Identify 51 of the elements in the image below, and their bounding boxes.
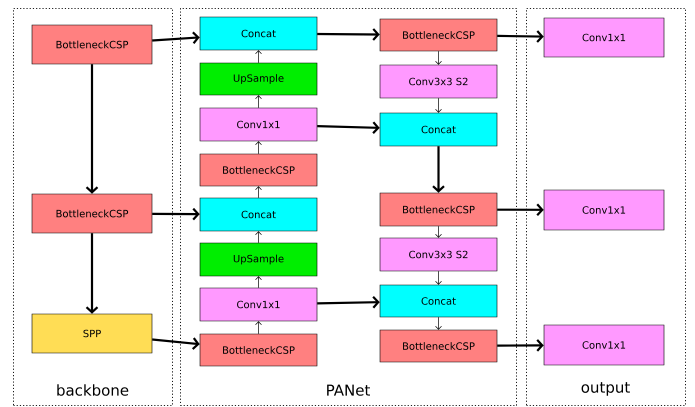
layer-box: SPP	[32, 314, 152, 354]
arrow	[255, 321, 262, 334]
layer-box: Conv1x1	[544, 324, 664, 366]
layer-box: Concat	[380, 112, 498, 146]
layer-box: Concat	[380, 284, 498, 318]
layer-box: UpSample	[200, 62, 318, 96]
arrow	[152, 208, 200, 220]
arrow	[435, 270, 442, 285]
layer-box: Concat	[200, 198, 318, 232]
layer-box: BottleneckCSP	[32, 194, 152, 234]
arrow	[435, 50, 442, 65]
arrow	[497, 339, 544, 352]
layer-box: BottleneckCSP	[200, 334, 318, 366]
arrow	[317, 28, 380, 41]
layer-box: Conv1x1	[200, 108, 318, 142]
dotted-panel	[526, 8, 686, 406]
layer-box: Conv3x3 S2	[380, 64, 498, 98]
arrow	[255, 276, 262, 288]
arrow	[317, 121, 380, 134]
layer-box: Conv3x3 S2	[380, 238, 498, 272]
layer-box: Concat	[200, 16, 318, 50]
arrow	[255, 231, 262, 244]
dotted-panel	[180, 8, 517, 406]
arrow	[435, 98, 442, 113]
arrow	[435, 226, 442, 238]
layer-box: BottleneckCSP	[200, 154, 318, 186]
arrow	[317, 296, 380, 308]
layer-box: UpSample	[200, 242, 318, 276]
arrow	[86, 233, 98, 314]
arrow	[432, 146, 445, 193]
panel-heading: output	[582, 382, 630, 396]
panel-heading: PANet	[327, 384, 370, 396]
arrow	[255, 95, 262, 108]
arrow	[152, 337, 200, 350]
layer-box: Conv1x1	[544, 18, 664, 58]
layer-box: BottleneckCSP	[380, 18, 498, 52]
layer-box: Conv1x1	[544, 190, 664, 230]
panel-heading: backbone	[57, 384, 128, 396]
arrow	[497, 30, 544, 43]
arrow	[255, 50, 262, 64]
layer-box: Conv1x1	[200, 288, 318, 322]
arrow	[255, 141, 262, 154]
arrow	[255, 186, 262, 198]
arrow	[497, 204, 544, 216]
arrow	[86, 64, 98, 194]
layer-box: BottleneckCSP	[32, 24, 152, 64]
arrow	[435, 316, 442, 330]
arrow	[152, 32, 200, 44]
layer-box: BottleneckCSP	[380, 192, 498, 226]
dotted-panel	[13, 8, 173, 406]
layer-box: BottleneckCSP	[380, 330, 498, 362]
